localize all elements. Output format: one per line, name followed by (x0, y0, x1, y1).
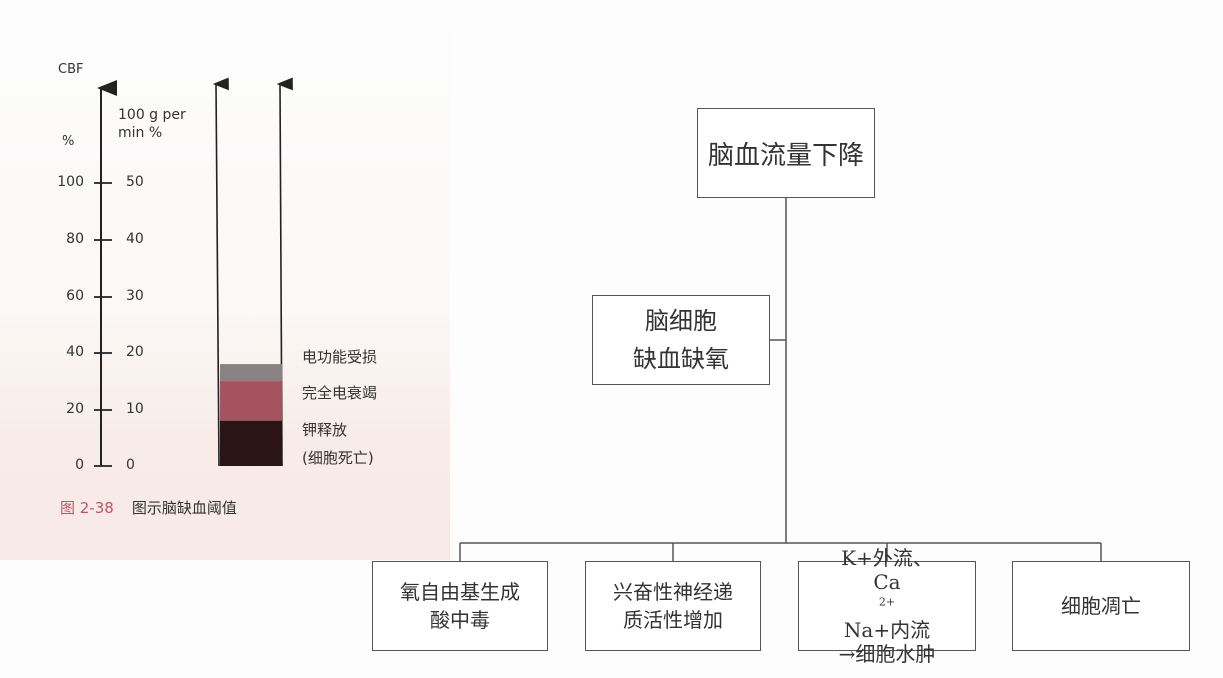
flow-box-excitatory-neurotransmitter: 兴奋性神经递 质活性增加 (585, 561, 761, 651)
legend-cell-death: (细胞死亡) (302, 449, 374, 467)
tick-left-100: 100 (57, 174, 84, 190)
na-text: Na+内流 (843, 618, 931, 642)
flow-box-cbf-decrease-text: 脑血流量下降 (707, 140, 864, 171)
threshold-figure-panel (0, 0, 450, 560)
band-potassium-release (220, 420, 282, 466)
flow-box-ischemia-hypoxia: 脑细胞 缺血缺氧 (592, 295, 770, 385)
band-electrical-impairment (220, 364, 282, 382)
unit-label: 100 g per min % (118, 106, 208, 142)
axis-ticks (94, 182, 112, 467)
flow-box-free-radicals-line-2: 酸中毒 (430, 608, 490, 632)
tick-right-0: 0 (126, 457, 135, 473)
flow-box-apoptosis-text: 细胞凋亡 (1061, 594, 1141, 618)
cbf-axis-label: CBF (58, 62, 84, 77)
flow-box-ion-line-1: K+外流、 (841, 546, 933, 570)
caption-text: 图示脑缺血阈值 (131, 499, 237, 517)
legend-potassium-release: 钾释放 (302, 421, 348, 439)
legend-electrical-failure: 完全电衰竭 (302, 384, 378, 402)
ca-charge: 2+ (878, 595, 896, 609)
flow-box-cbf-decrease: 脑血流量下降 (697, 108, 875, 198)
tick-left-40: 40 (66, 344, 84, 360)
tick-right-50: 50 (126, 174, 144, 190)
legend-electrical-impairment: 电功能受损 (302, 348, 378, 366)
flow-box-ion-line-3: →细胞水肿 (838, 642, 936, 666)
flow-connectors (459, 198, 1102, 561)
tick-right-30: 30 (126, 288, 144, 304)
tick-right-40: 40 (126, 231, 144, 247)
tick-right-20: 20 (126, 344, 144, 360)
flow-box-free-radicals: 氧自由基生成 酸中毒 (372, 561, 548, 651)
flow-box-apoptosis: 细胞凋亡 (1012, 561, 1190, 651)
unit-line-2: min % (118, 125, 163, 141)
tick-left-20: 20 (66, 401, 84, 417)
band-electrical-failure (220, 381, 282, 421)
caption-number: 图 2-38 (60, 499, 114, 517)
figure-caption: 图 2-38 图示脑缺血阈值 (60, 497, 237, 518)
tick-left-60: 60 (66, 288, 84, 304)
flow-box-ischemia-line-1: 脑细胞 (645, 307, 717, 335)
tick-left-80: 80 (66, 231, 84, 247)
flow-box-free-radicals-line-1: 氧自由基生成 (400, 580, 520, 604)
unit-line-1: 100 g per (118, 107, 186, 123)
flow-box-ischemia-line-2: 缺血缺氧 (633, 345, 729, 373)
tick-right-10: 10 (126, 401, 144, 417)
flow-box-excitatory-line-1: 兴奋性神经递 (613, 580, 733, 604)
flow-box-excitatory-line-2: 质活性增加 (623, 608, 723, 632)
ca-text: Ca (873, 570, 901, 594)
tick-left-0: 0 (75, 457, 84, 473)
column-left-arrow (212, 77, 229, 467)
percent-label: % (62, 134, 75, 149)
